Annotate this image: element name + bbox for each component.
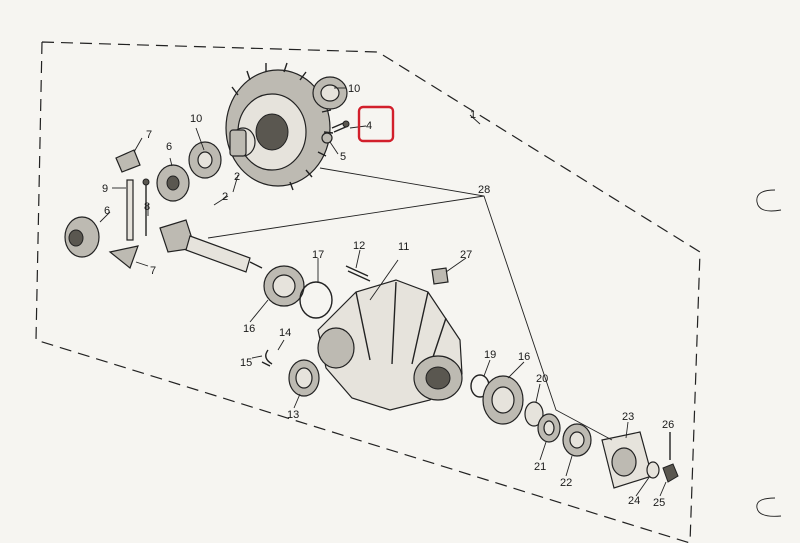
bearing-upper-left	[188, 141, 222, 179]
callout-23: 23	[622, 411, 634, 423]
callout-labels: 1 2 2 3 4 5 6 6 7 7 8 9 10 10 11 12 13 1…	[102, 83, 674, 509]
lock-pin-head	[142, 178, 150, 186]
leader-lines	[99, 87, 667, 497]
callout-2b: 2	[222, 191, 228, 203]
callout-19: 19	[484, 349, 496, 361]
side-gear-lower	[64, 216, 100, 258]
callout-10a: 10	[190, 113, 202, 125]
callout-20: 20	[536, 373, 548, 385]
callout-21a: 21	[534, 461, 546, 473]
callout-6b: 6	[104, 205, 110, 217]
retaining-clip	[261, 349, 273, 367]
flange-washer	[646, 461, 660, 479]
bearing-upper-right	[312, 76, 348, 110]
drive-pinion	[159, 219, 263, 273]
callout-16a: 16	[243, 323, 255, 335]
crown-wheel-bolt	[331, 120, 350, 133]
callout-17: 17	[312, 249, 324, 261]
housing-stud	[345, 265, 371, 282]
pinion-shaft	[126, 179, 134, 241]
differential-housing	[317, 279, 463, 411]
callout-24: 24	[628, 495, 640, 507]
callout-12: 12	[353, 240, 365, 252]
spacer-ring	[537, 413, 561, 443]
highlight-box	[357, 105, 395, 143]
callout-1: 1	[470, 109, 476, 121]
output-flange	[601, 431, 653, 489]
callout-5: 5	[340, 151, 346, 163]
callout-28: 28	[478, 184, 490, 196]
callout-7b: 7	[150, 265, 156, 277]
side-gear-upper	[156, 164, 190, 202]
callout-13: 13	[287, 409, 299, 421]
callout-14: 14	[279, 327, 291, 339]
filler-plug	[431, 267, 449, 285]
callout-16b: 16	[518, 351, 530, 363]
flange-nut	[662, 463, 679, 483]
o-ring	[299, 281, 333, 319]
callout-2a: 2	[234, 171, 240, 183]
crown-wheel	[225, 62, 334, 191]
planet-pinion-lower	[108, 245, 139, 269]
callout-22: 22	[560, 477, 572, 489]
differential-carrier	[229, 127, 256, 157]
assembly-boundary	[35, 41, 701, 543]
callout-10b: 10	[348, 83, 360, 95]
pinion-bearing-front	[263, 265, 305, 307]
callout-11: 11	[398, 241, 409, 253]
callout-7a: 7	[146, 129, 152, 141]
callout-8: 8	[144, 201, 150, 213]
callout-9: 9	[102, 183, 108, 195]
output-seal	[562, 423, 592, 457]
lock-washer	[321, 132, 333, 144]
margin-mark-top	[756, 189, 782, 212]
planet-pinion-upper	[115, 149, 141, 173]
callout-27: 27	[460, 249, 472, 261]
callout-6a: 6	[166, 141, 172, 153]
output-bearing	[482, 375, 524, 425]
shim-washer	[524, 401, 544, 427]
callout-4: 4	[366, 120, 372, 132]
callout-25: 25	[653, 497, 665, 509]
oil-seal	[288, 359, 320, 397]
margin-mark-bottom	[756, 497, 782, 517]
callout-26: 26	[662, 419, 674, 431]
callout-15: 15	[240, 357, 252, 369]
